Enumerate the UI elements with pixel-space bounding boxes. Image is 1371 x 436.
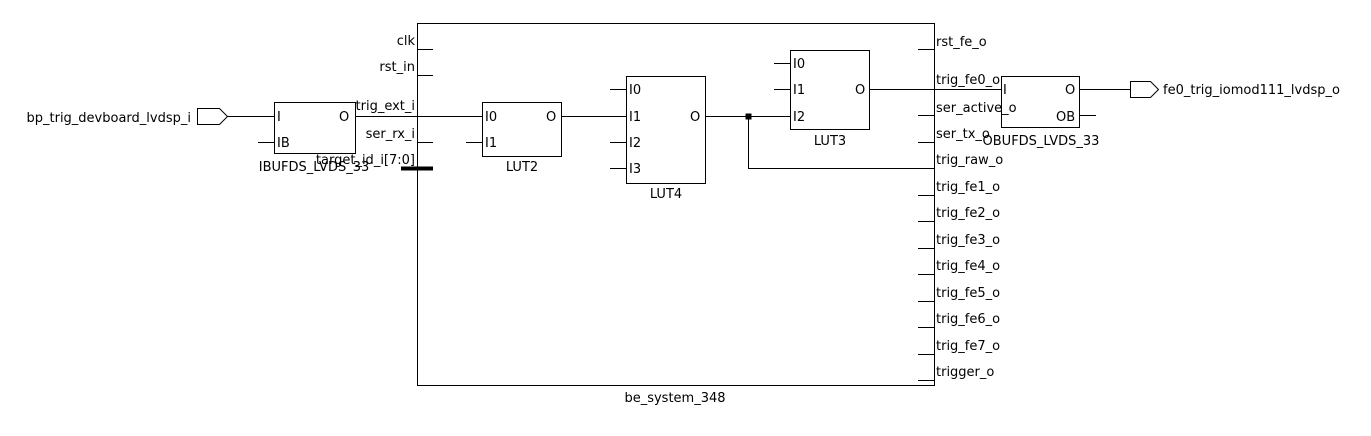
lut3-pin-i2: I2 [793, 110, 805, 125]
system-pin-label-ser-active-o: ser_active_o [936, 101, 1017, 116]
lut4-cell-outline [626, 76, 706, 184]
lut4-pin-i2: I2 [629, 136, 641, 151]
system-pin-label-ser-tx-o: ser_tx_o [936, 127, 990, 142]
input-port-label: bp_trig_devboard_lvdsp_i [27, 111, 192, 126]
output-port-label: fe0_trig_iomod111_lvdsp_o [1163, 83, 1340, 98]
lut4-cell-name: LUT4 [650, 187, 682, 202]
lut4-pin-i3: I3 [629, 162, 641, 177]
system-pin-label-trig-fe3-o: trig_fe3_o [936, 233, 1000, 248]
lut2-pin-i0: I0 [485, 110, 497, 125]
obufds-cell-outline [1001, 76, 1080, 128]
system-pin-label-trig-fe1-o: trig_fe1_o [936, 180, 1000, 195]
system-pin-label-trig-fe5-o: trig_fe5_o [936, 286, 1000, 301]
system-pin-label-ser-rx-i: ser_rx_i [366, 127, 415, 142]
obufds-pin-o: O [1065, 83, 1075, 98]
system-block[interactable]: be_system_348 clk rst_in trig_ext_i ser_… [316, 23, 1017, 407]
ibufds-pin-ib: IB [277, 136, 290, 151]
system-pin-label-target-id: target_id_i[7:0] [316, 153, 415, 168]
lut4-cell[interactable]: I0 I1 I2 I3 O LUT4 [610, 76, 706, 203]
system-pin-label-rst-fe-o: rst_fe_o [936, 35, 987, 50]
lut3-cell-name: LUT3 [814, 134, 846, 149]
system-pin-label-trig-ext-i: trig_ext_i [356, 99, 415, 114]
ibufds-pin-i: I [277, 110, 281, 125]
lut3-pin-i0: I0 [793, 57, 805, 72]
obufds-cell-name: OBUFDS_LVDS_33 [983, 134, 1100, 149]
obufds-cell[interactable]: I O OB OBUFDS_LVDS_33 [983, 76, 1100, 150]
obufds-pin-ob: OB [1056, 110, 1075, 125]
system-pin-label-trig-fe0-o: trig_fe0_o [936, 73, 1000, 88]
system-block-name: be_system_348 [624, 391, 725, 406]
lut4-pin-o: O [690, 110, 700, 125]
ibufds-cell-name: IBUFDS_LVDS_33 [259, 160, 370, 175]
ibufds-pin-o: O [339, 110, 349, 125]
lut3-cell[interactable]: I0 I1 I2 O LUT3 [774, 50, 870, 150]
lut2-cell-outline [482, 102, 562, 157]
lut2-cell[interactable]: I0 I1 O LUT2 [466, 102, 562, 176]
lut4-pin-i1: I1 [629, 110, 641, 125]
lut2-pin-o: O [546, 110, 556, 125]
net-trig-raw-o[interactable] [748, 116, 936, 169]
system-pin-label-rst-in: rst_in [379, 60, 415, 75]
lut3-pin-o: O [855, 83, 865, 98]
net-junction-dot [745, 113, 752, 120]
ibufds-cell-outline [274, 102, 356, 154]
input-port-arrow-icon [197, 108, 229, 125]
system-pin-label-trig-fe6-o: trig_fe6_o [936, 312, 1000, 327]
lut4-pin-i0: I0 [629, 83, 641, 98]
lut3-pin-i1: I1 [793, 83, 805, 98]
lut2-cell-name: LUT2 [506, 160, 538, 175]
output-port[interactable]: fe0_trig_iomod111_lvdsp_o [1130, 81, 1340, 99]
system-pin-label-trig-fe2-o: trig_fe2_o [936, 206, 1000, 221]
system-pin-label-trigger-o: trigger_o [936, 365, 994, 380]
system-pin-label-clk: clk [397, 34, 416, 49]
system-pin-label-trig-raw-o: trig_raw_o [936, 153, 1003, 168]
system-pin-label-trig-fe4-o: trig_fe4_o [936, 259, 1000, 274]
system-block-outline [417, 23, 935, 386]
ibufds-cell[interactable]: I IB O IBUFDS_LVDS_33 [258, 102, 370, 176]
lut2-pin-i1: I1 [485, 136, 497, 151]
output-port-arrow-icon [1130, 81, 1160, 98]
system-pin-label-trig-fe7-o: trig_fe7_o [936, 339, 1000, 354]
nets [227, 89, 1130, 169]
input-port[interactable]: bp_trig_devboard_lvdsp_i [27, 108, 229, 127]
obufds-pin-i: I [1003, 83, 1007, 98]
